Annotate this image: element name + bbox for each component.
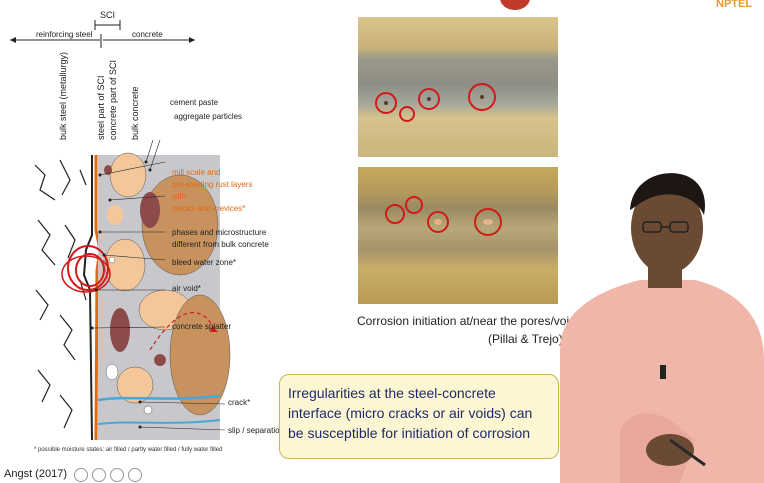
callout-phases: phases and microstructure <box>172 228 266 237</box>
presenter <box>520 150 764 483</box>
sci-arrows <box>0 0 320 50</box>
control-prev-icon[interactable] <box>74 468 88 482</box>
cross-section-drawing <box>0 140 320 450</box>
note-line-3: be susceptible for initiation of corrosi… <box>288 423 550 443</box>
vlabel-bulk-concrete: bulk concrete <box>130 50 140 140</box>
vlabel-bulk-steel: bulk steel (metallurgy) <box>58 50 68 140</box>
reinforcing-steel-label: reinforcing steel <box>36 30 92 39</box>
photo-top-annotations <box>358 17 558 157</box>
logo-text: NPTEL <box>716 0 752 10</box>
callout-cement-paste: cement paste <box>170 98 218 107</box>
callout-rust-layers: pre-existing rust layers <box>172 180 252 189</box>
callout-with: with <box>172 192 186 201</box>
control-zoom-icon[interactable] <box>92 468 106 482</box>
sci-label: SCI <box>100 10 115 20</box>
callout-different: different from bulk concrete <box>172 240 269 249</box>
note-box: Irregularities at the steel-concrete int… <box>279 374 559 459</box>
logo: NPTEL <box>690 0 764 12</box>
concrete-label: concrete <box>132 30 163 39</box>
callout-bleed-water: bleed water zone* <box>172 258 236 267</box>
callout-cracks-crevices: cracks and crevices* <box>172 204 245 213</box>
control-search-icon[interactable] <box>110 468 124 482</box>
callout-air-void: air void* <box>172 284 201 293</box>
citation: Angst (2017) <box>4 468 67 480</box>
vlabel-concrete-part: concrete part of SCI <box>108 50 118 140</box>
sci-diagram: SCI reinforcing steel concrete bulk stee… <box>0 0 320 470</box>
note-line-1: Irregularities at the steel-concrete <box>288 383 550 403</box>
callout-mill-scale: mill scale and <box>172 168 220 177</box>
diagram-footnote: * possible moisture states: air filled /… <box>34 447 222 453</box>
callout-concrete-splatter: concrete splatter <box>172 322 231 331</box>
photo-top <box>358 17 558 157</box>
logo-emblem-icon <box>500 0 530 10</box>
callout-aggregate: aggregate particles <box>174 112 242 121</box>
callout-crack: crack* <box>228 398 250 407</box>
note-line-2: interface (micro cracks or air voids) ca… <box>288 403 550 423</box>
vlabel-steel-part: steel part of SCI <box>96 50 106 140</box>
control-more-icon[interactable] <box>128 468 142 482</box>
